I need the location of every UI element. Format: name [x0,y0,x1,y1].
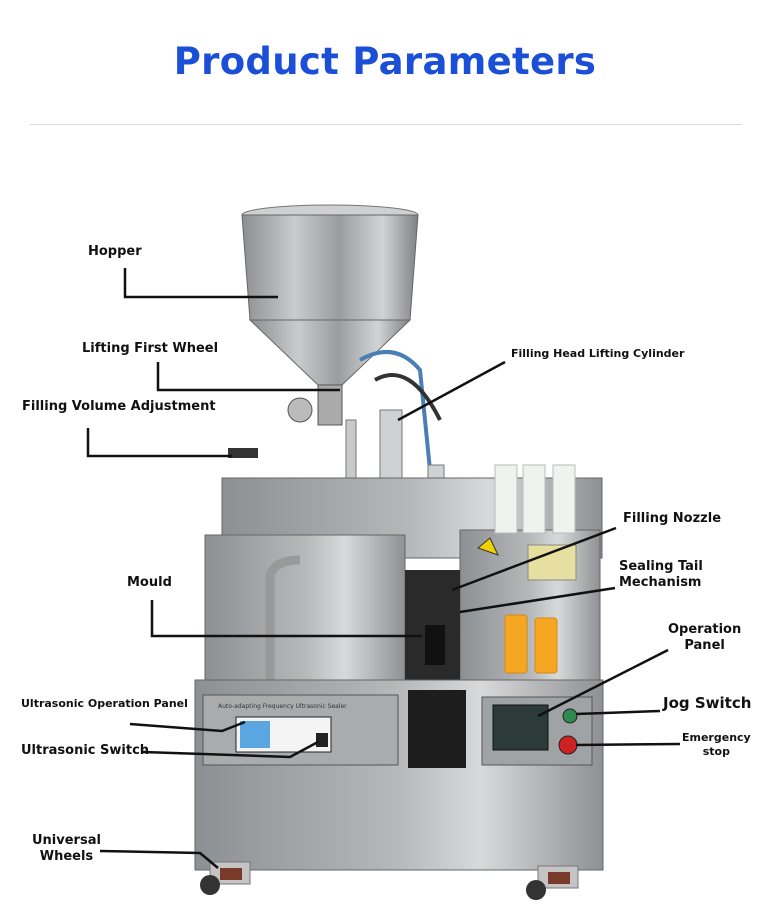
leader-lines [86,268,681,869]
label-line: Panel [684,638,725,653]
emergency-stop-button[interactable] [558,735,578,755]
label-filling-volume-adjustment: Filling Volume Adjustment [22,399,216,414]
ultrasonic-switch[interactable] [316,733,328,747]
label-ultrasonic-switch: Ultrasonic Switch [21,743,150,758]
divider [30,124,742,125]
label-lifting-first-wheel: Lifting First Wheel [82,341,219,356]
label-mould: Mould [127,575,172,590]
operation-panel-screen[interactable] [492,704,549,751]
valve [317,384,343,426]
label-line: Operation [668,622,742,637]
sealer-plate-text: Auto-adapting Frequency Ultrasonic Seale… [218,703,347,710]
label-line: Universal [32,833,101,848]
label-filling-nozzle: Filling Nozzle [623,511,722,526]
wheels [200,861,579,900]
label-hopper: Hopper [88,244,142,259]
label-line: Wheels [39,849,94,864]
hopper-shape [241,204,419,386]
label-line: Sealing Tail [619,559,703,574]
label-jog-switch: Jog Switch [663,694,752,712]
page-title: Product Parameters [173,40,597,83]
label-line: Mechanism [619,575,702,590]
label-line: Emergency [682,731,751,744]
label-ultrasonic-operation-panel: Ultrasonic Operation Panel [21,697,188,710]
label-line: stop [702,745,730,758]
label-filling-head-lifting-cylinder: Filling Head Lifting Cylinder [511,347,685,360]
jog-switch[interactable] [562,708,578,724]
